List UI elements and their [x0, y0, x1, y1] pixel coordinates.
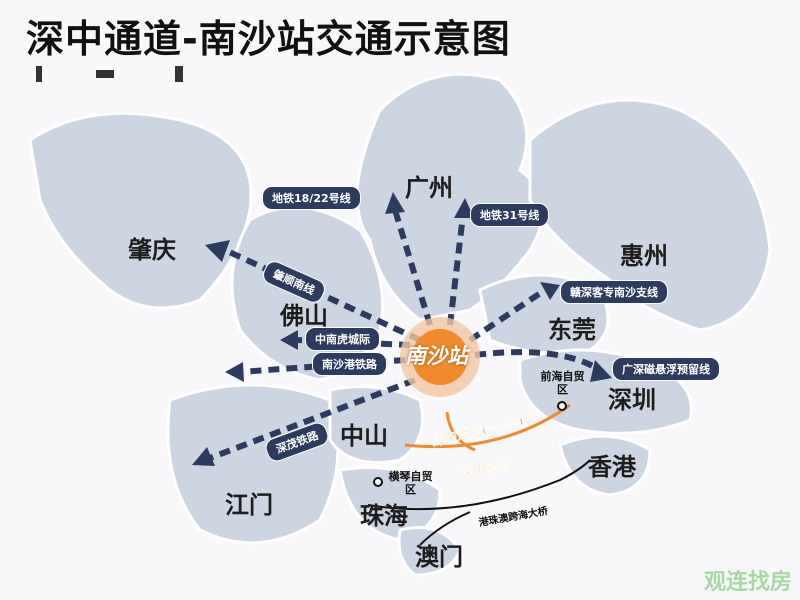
bridge-branch	[419, 511, 471, 546]
station-label: 南沙站	[405, 344, 468, 368]
city-jiangmen: 江门	[225, 490, 273, 519]
city-zhongshan: 中山	[340, 421, 388, 450]
region-macau	[397, 526, 462, 577]
hengqin-marker	[373, 477, 383, 487]
region-hongkong	[558, 434, 652, 497]
route-ganshen	[468, 287, 547, 343]
route-metro31	[447, 214, 466, 326]
region-zhaoqing	[28, 111, 253, 310]
qianhai-marker	[557, 401, 567, 411]
route-shenmao	[208, 377, 417, 461]
city-zhuhai: 珠海	[360, 501, 408, 530]
city-dongguan: 东莞	[548, 315, 596, 344]
redacted-subtitle	[36, 66, 42, 82]
line-label-nansha-port: 南沙港铁路	[312, 352, 387, 376]
zone-qianhai: 前海自贸区	[540, 370, 585, 396]
arrow-head	[225, 362, 244, 382]
station-circle	[412, 329, 468, 385]
region-zhuhai	[338, 466, 442, 542]
arrow-head	[454, 198, 474, 218]
channel-branch	[445, 411, 476, 452]
watermark: 观连找房	[703, 570, 792, 595]
city-guangzhou: 广州	[405, 173, 453, 202]
arrow-head	[590, 360, 612, 382]
region-zhongshan	[328, 385, 424, 464]
city-zhaoqing: 肇庆	[128, 235, 176, 264]
arrow-head	[280, 330, 298, 350]
redacted-subtitle	[175, 66, 183, 82]
region-guangzhou	[355, 72, 545, 322]
city-macau: 澳门	[415, 542, 463, 571]
city-shenzhen: 深圳	[608, 385, 656, 414]
redacted-subtitle	[96, 70, 114, 78]
line-label-zhongnan: 中南虎城际	[305, 327, 380, 351]
arrow-head	[385, 192, 405, 214]
line-label-metro31: 地铁31号线	[470, 203, 550, 227]
city-huizhou: 惠州	[620, 241, 668, 270]
line-label-metro18-22: 地铁18/22号线	[262, 186, 361, 210]
page-title: 深中通道-南沙站交通示意图	[26, 17, 511, 61]
channel-main	[404, 403, 571, 449]
route-metro18-22	[392, 209, 433, 326]
zone-hengqin: 横琴自贸区	[388, 470, 433, 496]
city-hongkong: 香港	[588, 452, 636, 481]
route-maglev	[474, 349, 602, 373]
bridge-line	[367, 459, 591, 511]
city-foshan: 佛山	[280, 301, 328, 330]
line-label-maglev: 广深磁悬浮预留线	[612, 357, 720, 381]
region-huizhou	[528, 98, 772, 332]
arrow-head	[205, 240, 230, 262]
arrow-head	[192, 447, 215, 466]
line-label-ganshen: 赣深客专南沙支线	[560, 280, 668, 304]
arrow-head	[540, 282, 560, 300]
